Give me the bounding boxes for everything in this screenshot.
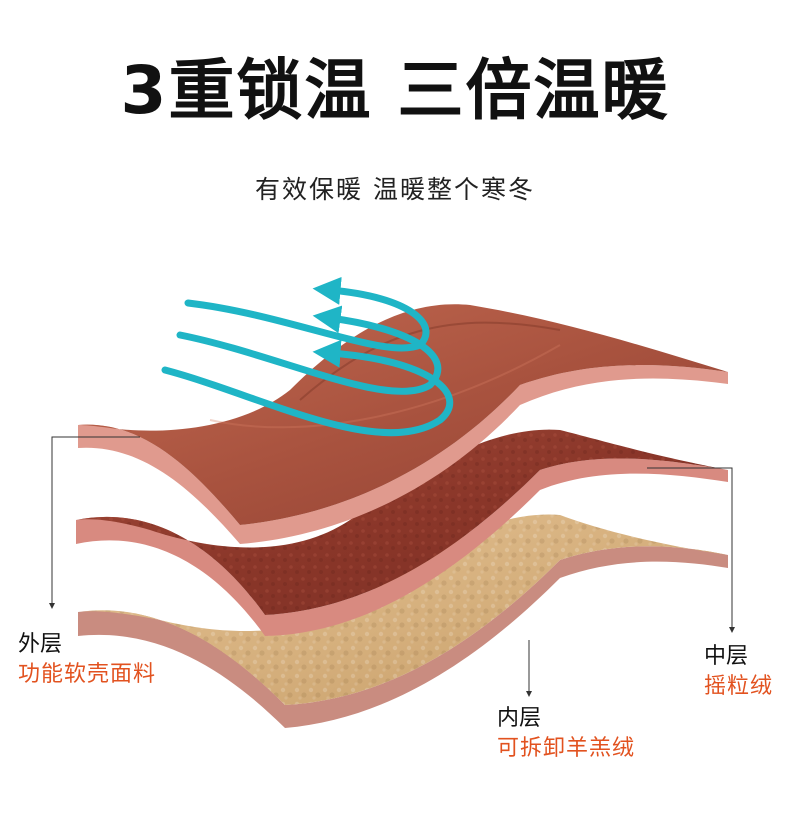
page-subtitle: 有效保暖 温暖整个寒冬 [255,175,535,204]
inner-layer-name: 内层 [497,706,542,731]
inner-layer-lambswool [78,514,728,728]
middle-layer-name: 中层 [704,644,749,669]
middle-layer-fleece [76,429,728,636]
middle-layer-label: 中层 摇粒绒 [704,642,773,701]
callout-lines [49,436,735,697]
middle-layer-desc: 摇粒绒 [704,673,774,699]
outer-layer-name: 外层 [18,632,63,657]
inner-layer-desc: 可拆卸羊羔绒 [497,735,636,761]
outer-layer-desc: 功能软壳面料 [18,661,157,687]
inner-layer-label: 内层 可拆卸羊羔绒 [497,704,635,763]
outer-layer-label: 外层 功能软壳面料 [18,630,156,689]
page-title: 3重锁温 三倍温暖 [120,52,670,129]
warmth-arrows [161,276,454,437]
